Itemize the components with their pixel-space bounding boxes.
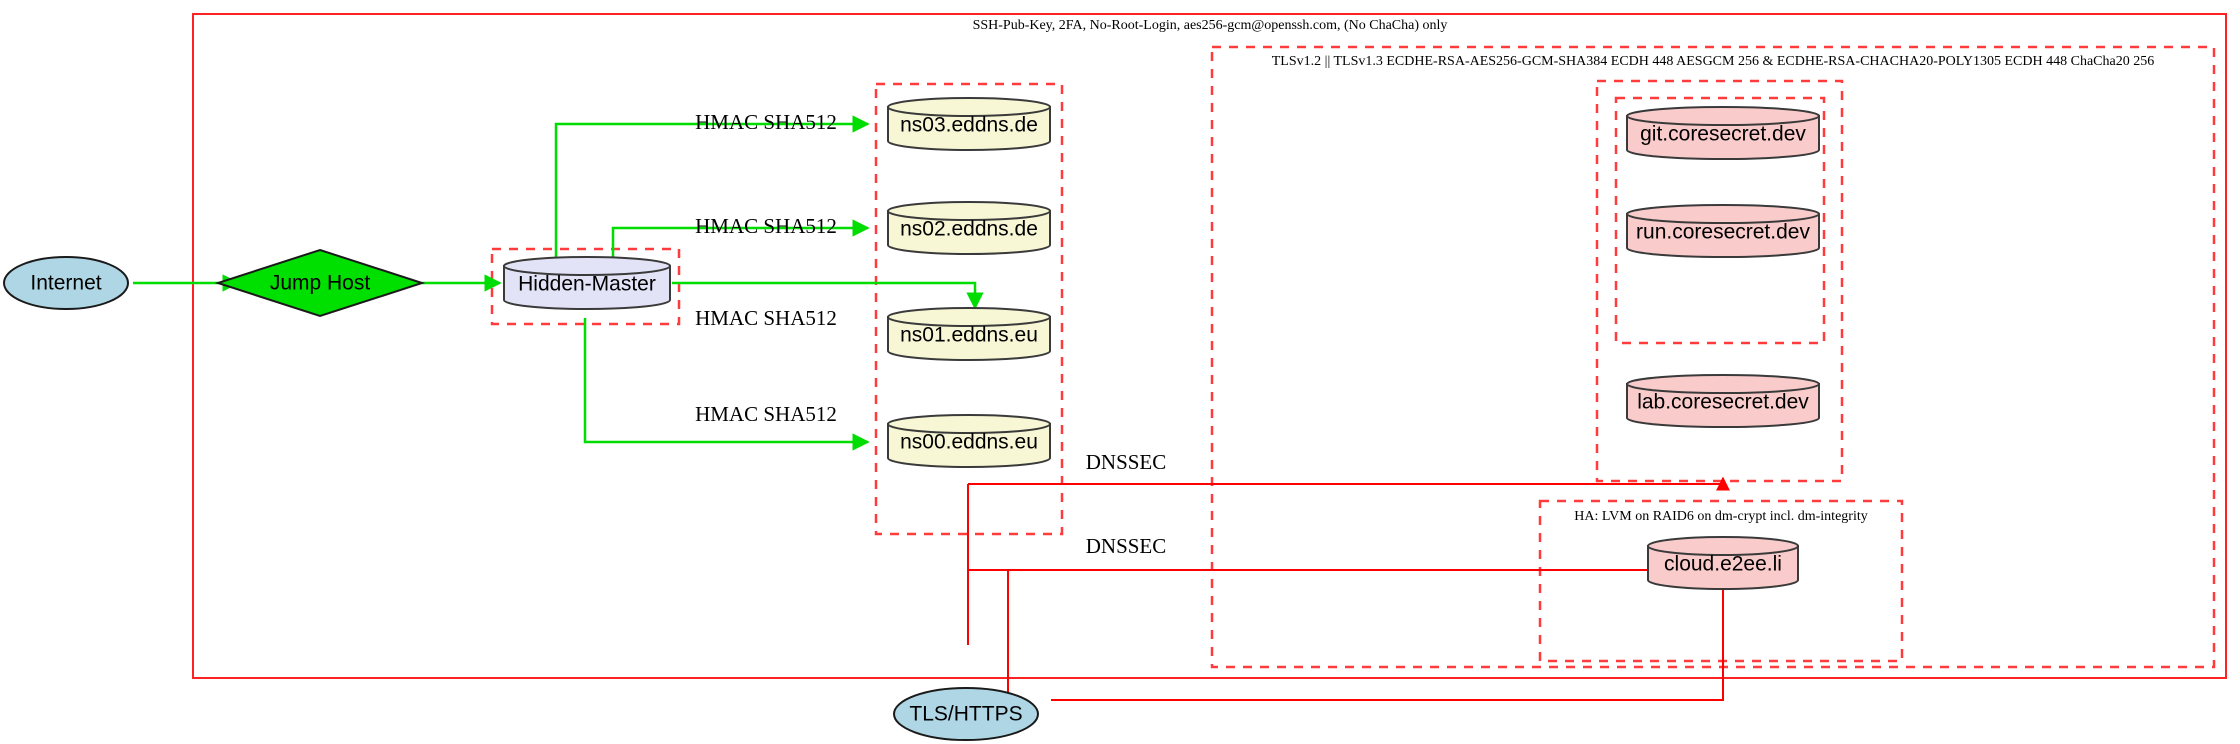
cluster-ssh-zone: SSH-Pub-Key, 2FA, No-Root-Login, aes256-… <box>192 13 2227 679</box>
node-internet-label: Internet <box>30 272 101 295</box>
node-run-top <box>1626 204 1820 224</box>
node-run-coresecret[interactable]: run.coresecret.dev <box>1626 204 1820 258</box>
edge-label-dnssec-upper: DNSSEC <box>1086 450 1167 474</box>
edge-label-hmac-ns03: HMAC SHA512 <box>695 110 837 134</box>
node-ns02-label: ns02.eddns.de <box>900 218 1038 241</box>
node-git-top <box>1626 106 1820 126</box>
node-cloud-top <box>1647 536 1799 556</box>
node-ns03-body <box>887 106 1051 151</box>
cluster-coresecret-inner-border <box>1614 96 1826 345</box>
node-git-body <box>1626 115 1820 160</box>
node-jump-host-label: Jump Host <box>270 272 371 295</box>
node-internet-shape <box>3 256 129 310</box>
edge-label-dnssec-lower: DNSSEC <box>1086 534 1167 558</box>
cluster-tls-zone: TLSv1.2 || TLSv1.3 ECDHE-RSA-AES256-GCM-… <box>1210 45 2216 669</box>
node-lab-coresecret[interactable]: lab.coresecret.dev <box>1626 374 1820 428</box>
node-ns01-body <box>887 316 1051 361</box>
node-hidden-master-top <box>503 256 671 276</box>
cluster-hidden-master-zone <box>490 247 681 326</box>
node-hidden-master[interactable]: Hidden-Master <box>503 256 671 310</box>
node-cloud-e2ee[interactable]: cloud.e2ee.li <box>1647 536 1799 590</box>
node-lab-label: lab.coresecret.dev <box>1637 391 1809 414</box>
cluster-hidden-master-border <box>490 247 681 326</box>
cluster-tls-zone-border <box>1210 45 2216 669</box>
node-ns00-top <box>887 414 1051 434</box>
node-ns00[interactable]: ns00.eddns.eu <box>887 414 1051 468</box>
node-tls-https-label: TLS/HTTPS <box>909 703 1022 726</box>
node-tls-https[interactable]: TLS/HTTPS <box>893 687 1039 741</box>
edge-dnssec-upper <box>968 476 1730 491</box>
node-ns03-label: ns03.eddns.de <box>900 114 1038 137</box>
edge-label-hmac-ns02: HMAC SHA512 <box>695 214 837 238</box>
cluster-tls-zone-label: TLSv1.2 || TLSv1.3 ECDHE-RSA-AES256-GCM-… <box>1272 54 2154 69</box>
edge-hiddenmaster-to-ns01 <box>672 281 984 310</box>
node-cloud-body <box>1647 545 1799 590</box>
edge-label-hmac-ns01: HMAC SHA512 <box>695 306 837 330</box>
node-cloud-label: cloud.e2ee.li <box>1664 553 1782 576</box>
node-hidden-master-body <box>503 265 671 310</box>
edge-tlshttps-to-right <box>1051 560 1724 701</box>
node-run-label: run.coresecret.dev <box>1636 221 1810 244</box>
edge-label-hmac-ns00: HMAC SHA512 <box>695 402 837 426</box>
node-ns02[interactable]: ns02.eddns.de <box>887 201 1051 255</box>
node-lab-body <box>1626 383 1820 428</box>
node-ns01-top <box>887 307 1051 327</box>
node-internet[interactable]: Internet <box>3 256 129 310</box>
cluster-nameserver-zone <box>874 82 1064 536</box>
cluster-ha-zone-border <box>1538 499 1904 663</box>
cluster-nameserver-border <box>874 82 1064 536</box>
edge-hiddenmaster-to-ns00 <box>583 318 870 451</box>
node-ns03[interactable]: ns03.eddns.de <box>887 97 1051 151</box>
cluster-ssh-zone-border <box>192 13 2227 679</box>
edge-dnssec-lower <box>1008 558 1730 573</box>
edge-hiddenmaster-to-ns03 <box>554 115 870 258</box>
node-tls-https-shape <box>893 687 1039 741</box>
node-git-label: git.coresecret.dev <box>1640 123 1806 146</box>
node-jump-host[interactable]: Jump Host <box>214 248 426 318</box>
edge-hiddenmaster-to-ns02 <box>611 219 870 258</box>
node-hidden-master-label: Hidden-Master <box>518 273 656 296</box>
node-ns01-label: ns01.eddns.eu <box>900 324 1038 347</box>
node-ns01[interactable]: ns01.eddns.eu <box>887 307 1051 361</box>
node-ns00-label: ns00.eddns.eu <box>900 431 1038 454</box>
cluster-ha-zone: HA: LVM on RAID6 on dm-crypt incl. dm-in… <box>1538 499 1904 663</box>
node-ns00-body <box>887 423 1051 468</box>
node-git-coresecret[interactable]: git.coresecret.dev <box>1626 106 1820 160</box>
cluster-coresecret-zone-inner <box>1614 96 1826 345</box>
node-ns03-top <box>887 97 1051 117</box>
node-lab-top <box>1626 374 1820 394</box>
node-run-body <box>1626 213 1820 258</box>
cluster-ssh-zone-label: SSH-Pub-Key, 2FA, No-Root-Login, aes256-… <box>973 18 1448 33</box>
node-ns02-top <box>887 201 1051 221</box>
node-jump-host-shape <box>214 248 426 318</box>
node-ns02-body <box>887 210 1051 255</box>
cluster-ha-zone-label: HA: LVM on RAID6 on dm-crypt incl. dm-in… <box>1574 509 1867 524</box>
